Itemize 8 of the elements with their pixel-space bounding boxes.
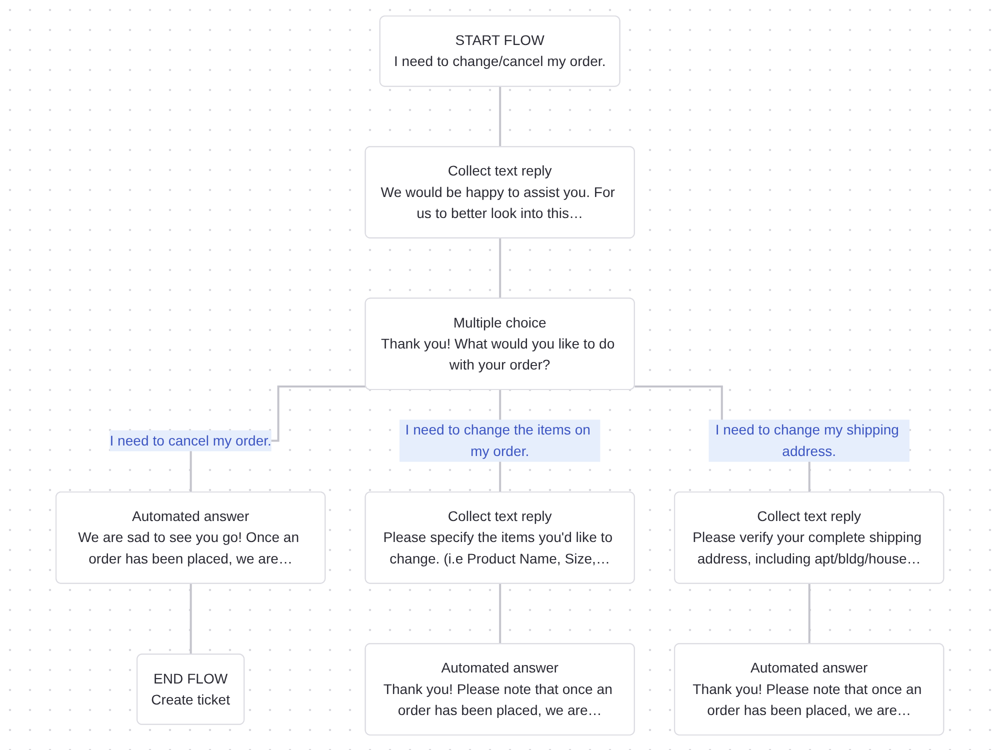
connector [499, 236, 502, 300]
connector [499, 85, 502, 148]
edge-label: I need to change my shipping address. [715, 421, 900, 458]
connector [499, 582, 502, 645]
edge-label: I need to change the items on my order. [405, 421, 591, 458]
connector [808, 582, 811, 645]
connector [190, 582, 192, 656]
edge-label: I need to cancel my order. [110, 432, 272, 448]
